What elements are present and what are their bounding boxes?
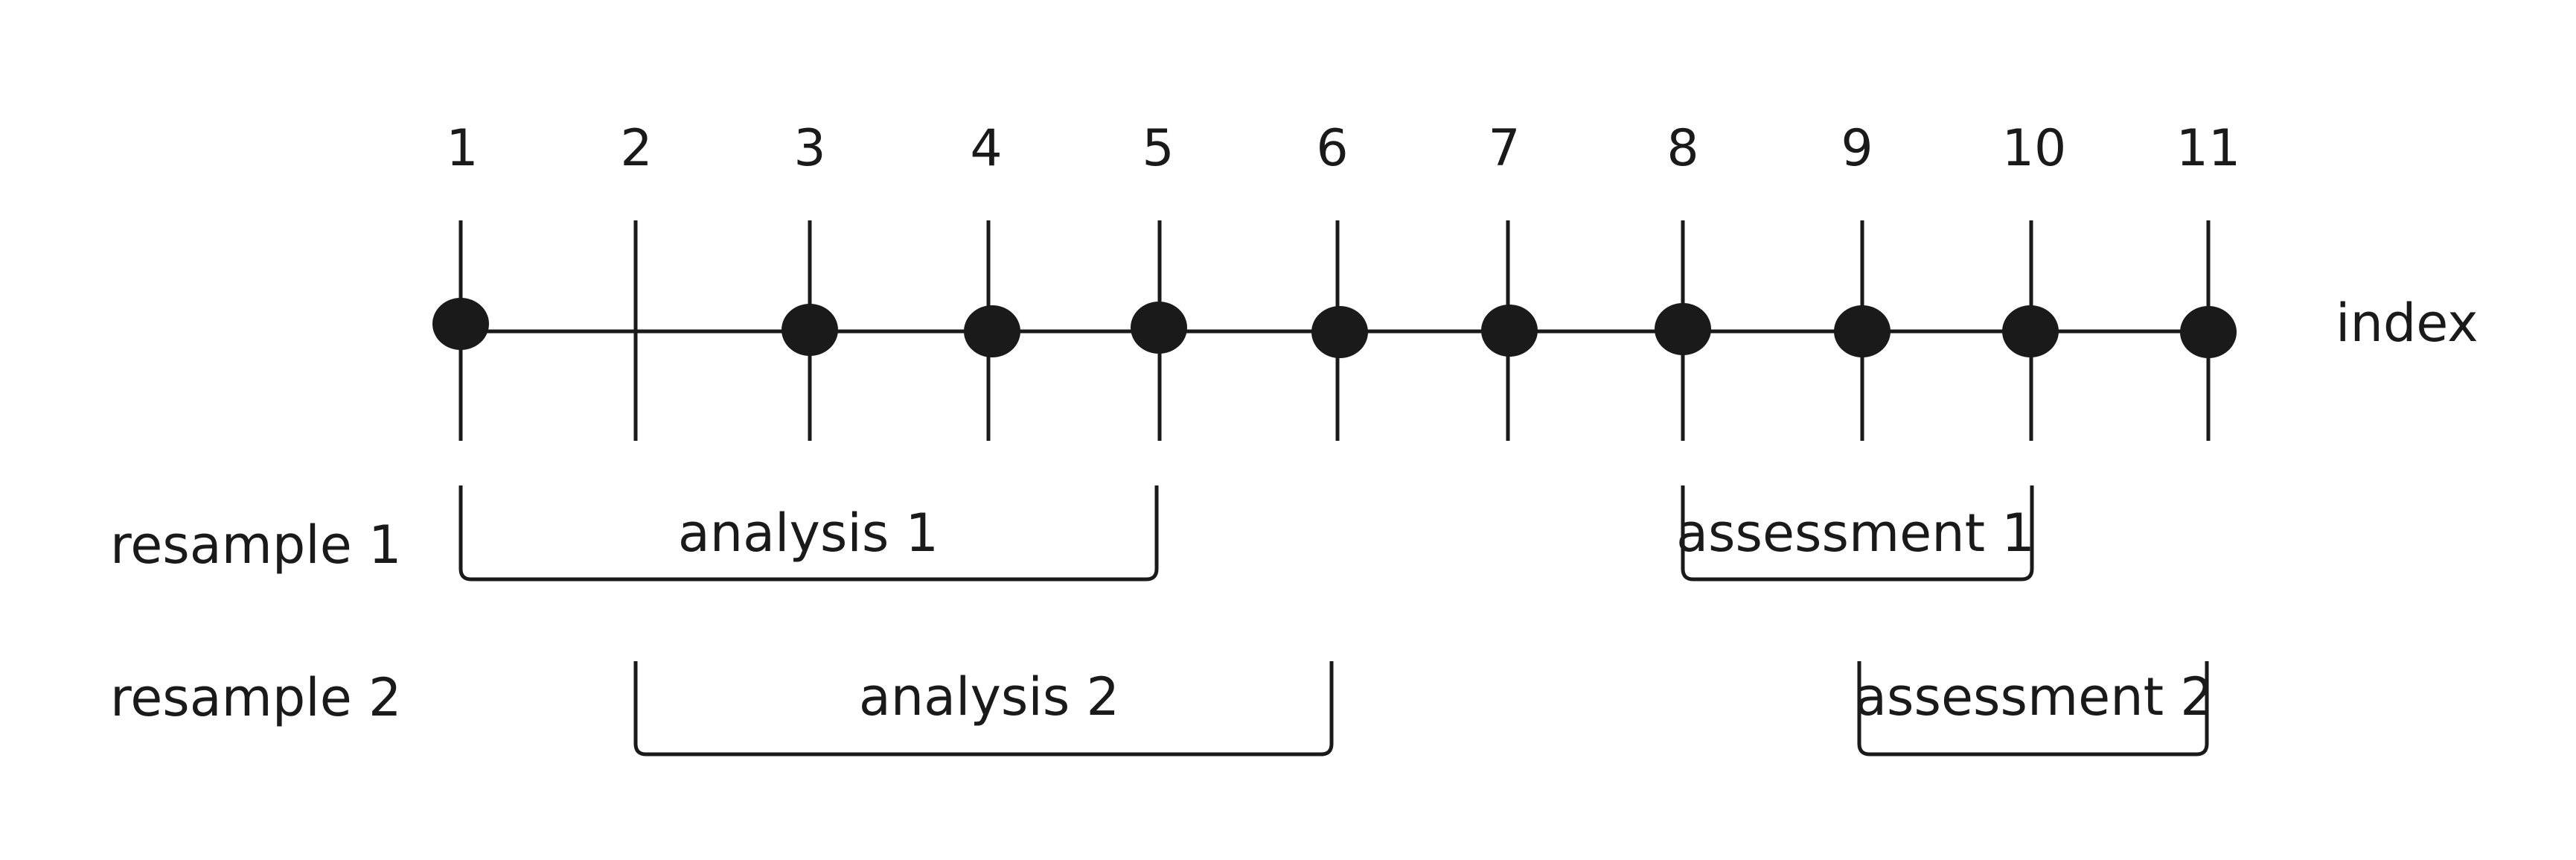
assessment-1-bracket bbox=[1681, 485, 2034, 582]
index-points bbox=[432, 298, 2237, 358]
tick-label-10: 10 bbox=[2002, 119, 2067, 178]
tick-label-7: 7 bbox=[1488, 119, 1520, 178]
resample-1-label: resample 1 bbox=[110, 515, 402, 576]
tick-label-1: 1 bbox=[446, 119, 478, 178]
tick-label-9: 9 bbox=[1841, 119, 1873, 178]
resample-2-label: resample 2 bbox=[110, 667, 402, 728]
analysis-1-label: analysis 1 bbox=[678, 503, 939, 564]
tick-label-5: 5 bbox=[1142, 119, 1174, 178]
index-point-10 bbox=[2002, 305, 2059, 357]
index-point-8 bbox=[1655, 303, 1711, 355]
index-point-7 bbox=[1481, 305, 1538, 357]
resample-1: resample 1 analysis 1 assessment 1 bbox=[110, 485, 2035, 582]
index-axis-label: index bbox=[2336, 293, 2478, 354]
index-point-6 bbox=[1311, 306, 1368, 358]
assessment-2-label: assessment 2 bbox=[1855, 666, 2214, 727]
tick-label-8: 8 bbox=[1666, 119, 1698, 178]
tick-label-3: 3 bbox=[793, 119, 825, 178]
tick-label-2: 2 bbox=[620, 119, 652, 178]
tick-label-4: 4 bbox=[970, 119, 1002, 178]
assessment-1-label: assessment 1 bbox=[1676, 503, 2035, 564]
analysis-2-bracket bbox=[633, 661, 1334, 757]
index-point-11 bbox=[2180, 306, 2237, 358]
index-point-4 bbox=[964, 305, 1020, 357]
index-point-3 bbox=[782, 304, 838, 356]
analysis-2-label: analysis 2 bbox=[859, 666, 1119, 727]
tick-label-11: 11 bbox=[2176, 119, 2241, 178]
index-point-9 bbox=[1834, 305, 1891, 357]
index-point-1 bbox=[432, 298, 489, 350]
resample-2: resample 2 analysis 2 assessment 2 bbox=[110, 661, 2214, 757]
analysis-1-bracket bbox=[458, 485, 1159, 582]
tick-label-6: 6 bbox=[1316, 119, 1348, 178]
tick-labels: 1 2 3 4 5 6 7 8 9 10 11 bbox=[446, 119, 2240, 178]
index-point-5 bbox=[1131, 302, 1187, 354]
assessment-2-bracket bbox=[1857, 661, 2209, 757]
